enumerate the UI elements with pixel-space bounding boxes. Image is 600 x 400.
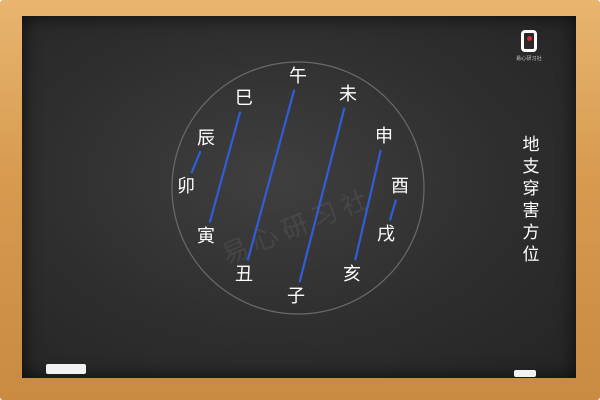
branch-mao: 卯 xyxy=(177,176,195,197)
harm-line-mao-chen xyxy=(190,150,202,174)
branch-you: 酉 xyxy=(391,176,409,197)
outer-ring xyxy=(171,61,425,315)
branch-zi: 子 xyxy=(287,286,305,307)
harm-line-yin-si xyxy=(208,111,242,223)
branch-yin: 寅 xyxy=(197,226,215,247)
branch-xu: 戌 xyxy=(377,224,395,245)
harm-line-wei-zi xyxy=(298,107,346,283)
logo-icon xyxy=(521,30,537,52)
title-char: 位 xyxy=(522,245,540,265)
diagram-title: 地 支 穿 害 方 位 xyxy=(520,134,542,266)
branch-diagram: 午 未 申 酉 戌 亥 子 丑 寅 卯 辰 巳 xyxy=(171,61,425,315)
harm-line-wu-chou xyxy=(246,89,296,261)
branch-wei: 未 xyxy=(339,84,357,105)
harm-lines xyxy=(190,89,397,283)
title-char: 方 xyxy=(522,223,540,243)
brand-logo: 易心研习社 xyxy=(512,30,546,80)
title-char: 害 xyxy=(522,201,540,221)
branch-chen: 辰 xyxy=(197,128,215,149)
harm-line-you-xu xyxy=(389,199,397,221)
branch-shen: 申 xyxy=(375,126,393,147)
branch-si: 巳 xyxy=(235,88,253,109)
logo-label: 易心研习社 xyxy=(515,56,542,62)
branch-chou: 丑 xyxy=(235,264,253,285)
chalk-piece xyxy=(46,364,86,374)
branch-wu: 午 xyxy=(289,66,307,87)
chalkboard: 易心研习社 午 未 申 酉 戌 亥 子 丑 寅 卯 辰 巳 地 支 穿 害 方 … xyxy=(22,16,576,378)
logo-dot-icon xyxy=(527,36,532,41)
title-char: 地 xyxy=(522,135,540,155)
chalk-piece xyxy=(514,370,536,377)
branch-hai: 亥 xyxy=(343,264,361,285)
title-char: 支 xyxy=(522,157,540,177)
harm-line-shen-hai xyxy=(354,149,382,261)
title-char: 穿 xyxy=(522,179,540,199)
